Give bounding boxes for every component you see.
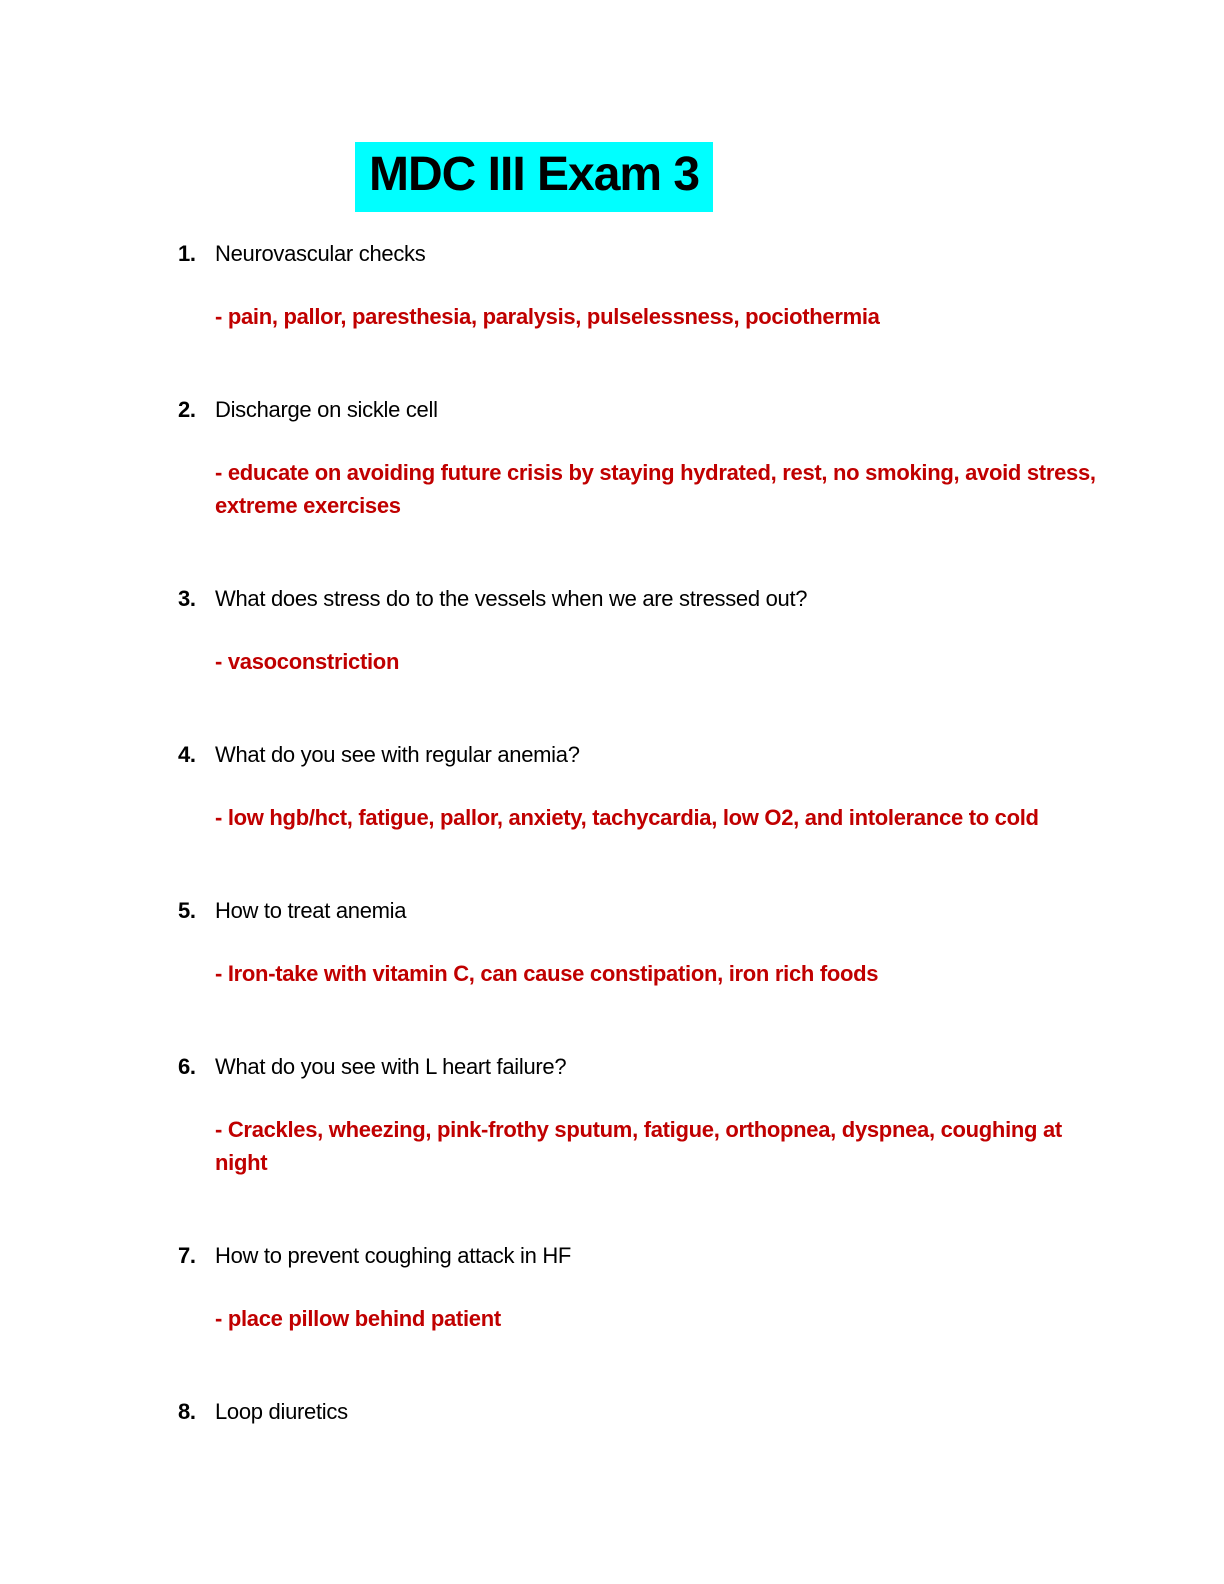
qa-item: 5. How to treat anemia - Iron-take with … [178,894,1224,990]
answer: - place pillow behind patient [215,1302,1224,1335]
question-number: 2. [178,397,196,422]
answer: - pain, pallor, paresthesia, paralysis, … [215,300,1224,333]
answer-line: - pain, pallor, paresthesia, paralysis, … [215,304,880,329]
question-list: 1. Neurovascular checks - pain, pallor, … [178,237,1224,1428]
qa-item: 7. How to prevent coughing attack in HF … [178,1239,1224,1335]
document-title: MDC III Exam 3 [355,142,714,212]
question-row: 8. Loop diuretics [178,1395,1224,1428]
question-text: Neurovascular checks [215,241,426,266]
qa-item: 8. Loop diuretics [178,1395,1224,1428]
question-number: 3. [178,586,196,611]
answer-line: - vasoconstriction [215,649,400,674]
answer-line: - Iron-take with vitamin C, can cause co… [215,961,879,986]
qa-item: 4. What do you see with regular anemia? … [178,738,1224,834]
answer: - low hgb/hct, fatigue, pallor, anxiety,… [215,801,1224,834]
question-number: 8. [178,1399,196,1424]
question-number: 6. [178,1054,196,1079]
question-text: How to prevent coughing attack in HF [215,1243,572,1268]
qa-item: 2. Discharge on sickle cell - educate on… [178,393,1224,522]
question-text: What do you see with regular anemia? [215,742,580,767]
question-text: What do you see with L heart failure? [215,1054,567,1079]
answer: - Iron-take with vitamin C, can cause co… [215,957,1224,990]
answer-line: - place pillow behind patient [215,1306,501,1331]
answer-line: - educate on avoiding future crisis by s… [215,460,1096,485]
answer-line: - low hgb/hct, fatigue, pallor, anxiety,… [215,805,1039,830]
answer: - educate on avoiding future crisis by s… [215,456,1224,522]
question-text: How to treat anemia [215,898,407,923]
answer-line: extreme exercises [215,493,401,518]
question-row: 5. How to treat anemia [178,894,1224,927]
answer: - Crackles, wheezing, pink-frothy sputum… [215,1113,1224,1179]
qa-item: 6. What do you see with L heart failure?… [178,1050,1224,1179]
qa-item: 3. What does stress do to the vessels wh… [178,582,1224,678]
question-text: Discharge on sickle cell [215,397,438,422]
document-title-text: MDC III Exam 3 [369,148,700,201]
question-number: 7. [178,1243,196,1268]
question-text: Loop diuretics [215,1399,348,1424]
answer: - vasoconstriction [215,645,1224,678]
question-row: 4. What do you see with regular anemia? [178,738,1224,771]
question-number: 1. [178,241,196,266]
question-row: 3. What does stress do to the vessels wh… [178,582,1224,615]
qa-item: 1. Neurovascular checks - pain, pallor, … [178,237,1224,333]
question-row: 7. How to prevent coughing attack in HF [178,1239,1224,1272]
question-row: 6. What do you see with L heart failure? [178,1050,1224,1083]
question-row: 2. Discharge on sickle cell [178,393,1224,426]
question-text: What does stress do to the vessels when … [215,586,808,611]
question-number: 4. [178,742,196,767]
answer-line: - Crackles, wheezing, pink-frothy sputum… [215,1117,1062,1142]
question-number: 5. [178,898,196,923]
answer-line: night [215,1150,268,1175]
question-row: 1. Neurovascular checks [178,237,1224,270]
